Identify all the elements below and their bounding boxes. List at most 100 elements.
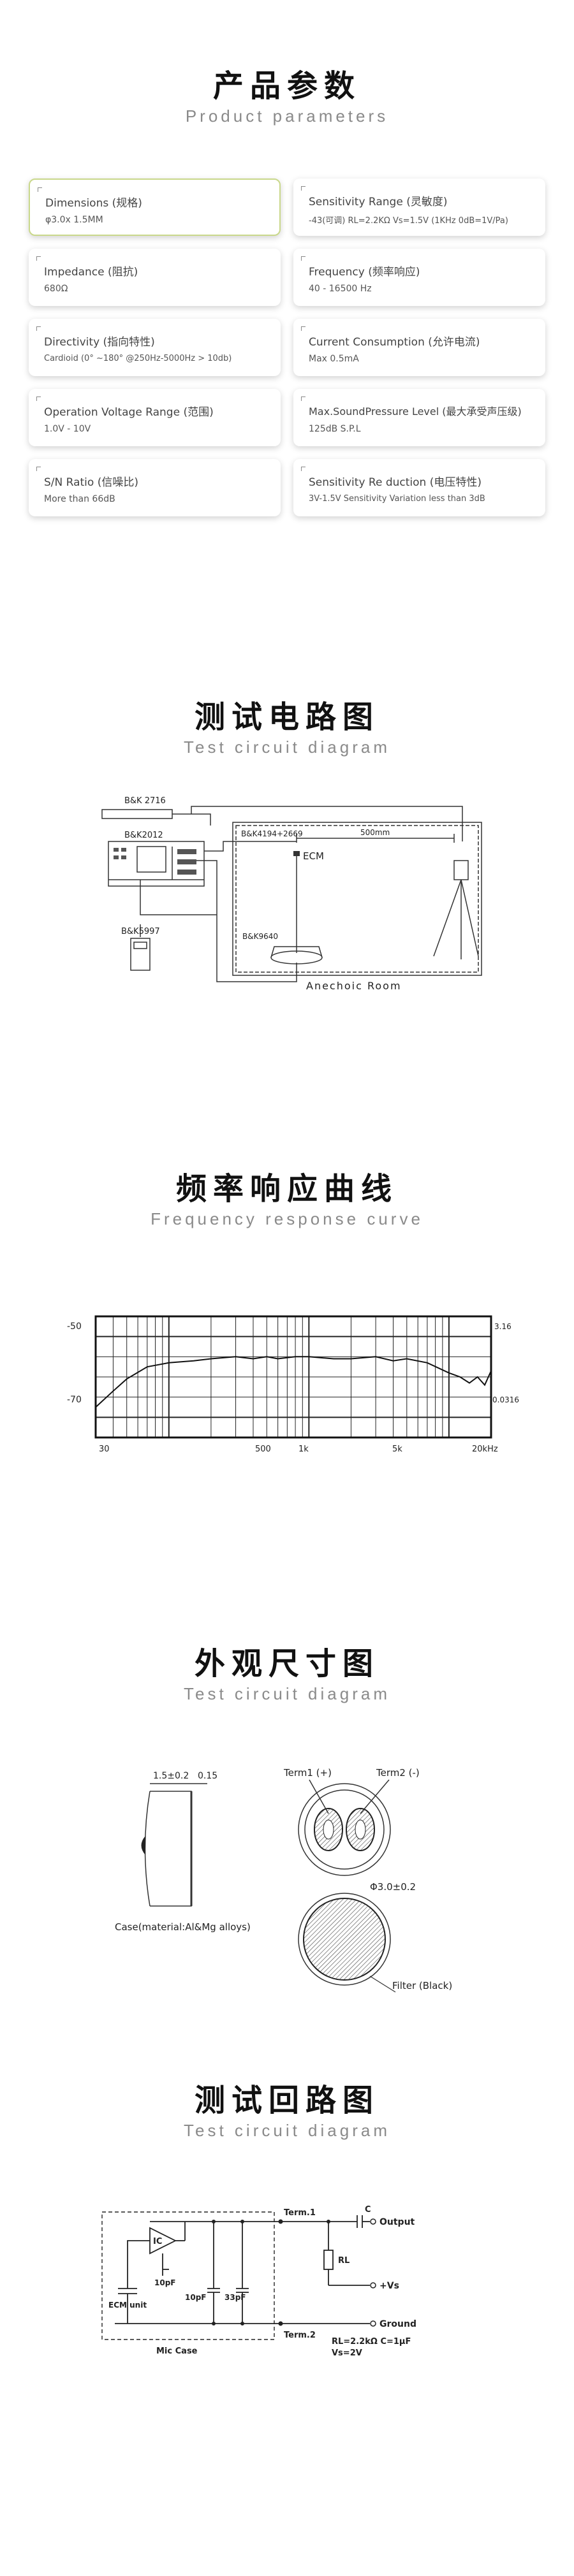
param-label: Sensitivity Re duction (电压特性) [309, 476, 482, 489]
x-tick-label: 1k [298, 1444, 309, 1454]
mic-case-label: Mic Case [156, 2347, 198, 2356]
leader-line [309, 1779, 329, 1814]
case-label: Case(material:Al&Mg alloys) [115, 1921, 251, 1933]
dimension-title-zh: 外观尺寸图 [194, 1646, 379, 1682]
param-value: 3V-1.5V Sensitivity Variation less than … [309, 494, 485, 504]
corner-mark-icon [301, 326, 305, 331]
param-label: S/N Ratio (信噪比) [44, 476, 138, 489]
x-tick-label: 30 [99, 1444, 110, 1454]
param-value: 1.0V - 10V [44, 424, 91, 434]
filter-label: Filter (Black) [392, 1980, 452, 1991]
junction-dot [278, 2321, 283, 2326]
diameter-label: Φ3.0±0.2 [370, 1881, 416, 1893]
param-label: Directivity (指向特性) [44, 336, 155, 349]
param-value: 40 - 16500 Hz [309, 284, 372, 294]
analyzer-knob [121, 855, 126, 859]
ground-terminal [370, 2320, 376, 2327]
bk2012-analyzer [108, 841, 205, 887]
param-card-sensitivity: Sensitivity Range (灵敏度) -43(可调) RL=2.2KΩ… [293, 178, 545, 236]
analyzer-knob [177, 849, 196, 854]
wire [191, 806, 463, 841]
bk2716-label: B&K 2716 [124, 796, 166, 806]
side-view-terminal [141, 1836, 145, 1855]
ground-label: Ground [379, 2319, 416, 2329]
term2-label: Term.2 [284, 2331, 316, 2340]
c-label: C [365, 2205, 371, 2215]
param-card-current: Current Consumption (允许电流) Max 0.5mA [293, 319, 545, 376]
dimension-drawing: 1.5±0.2 0.15 Term1 (+) Term2 (-) Case(ma… [115, 1767, 452, 1993]
thickness-label: 0.15 [198, 1771, 217, 1781]
cap-10pf-a-label: 10pF [154, 2278, 176, 2287]
corner-mark-icon [36, 326, 41, 331]
frequency-title-en: Frequency response curve [151, 1209, 423, 1228]
x-tick-label: 20kHz [472, 1444, 498, 1454]
wire [127, 2240, 150, 2289]
width-label: 1.5±0.2 [153, 1771, 189, 1781]
bk4194-label: B&K4194+2669 [241, 829, 303, 838]
bk2012-label: B&K2012 [124, 831, 163, 840]
param-label: Operation Voltage Range (范围) [44, 406, 214, 419]
analyzer-knob [114, 855, 119, 859]
mic-case-boundary [101, 2211, 275, 2340]
params-title-en: Product parameters [185, 106, 389, 126]
side-view-body [150, 1791, 192, 1907]
anechoic-room-outer [232, 822, 482, 976]
speaker [453, 860, 469, 880]
param-value: Cardioid (0° ~180° @250Hz-5000Hz > 10db) [44, 354, 232, 363]
frequency-response-chart: -50 -70 3.16 0.0316 30 500 1k 5k 20kHz [67, 1315, 519, 1454]
analyzer-knob [114, 848, 119, 852]
term1-label: Term.1 [284, 2208, 316, 2218]
y-top-label: -50 [67, 1321, 82, 1332]
vs-value-label: Vs=2V [332, 2348, 362, 2358]
corner-mark-icon [301, 397, 305, 401]
param-card-snr: S/N Ratio (信噪比) More than 66dB [29, 459, 281, 516]
corner-mark-icon [301, 256, 305, 261]
frequency-curve [95, 1356, 492, 1408]
param-card-dimensions: Dimensions (规格) φ3.0x 1.5MM [29, 178, 281, 236]
rl-label: RL [338, 2256, 350, 2266]
test-circuit-title: 测试电路图 Test circuit diagram [0, 692, 574, 757]
param-card-spl: Max.SoundPressure Level (最大承受声压级) 125dB … [293, 389, 545, 446]
term1-label: Term1 (+) [283, 1767, 332, 1779]
right-top-label: 3.16 [494, 1322, 511, 1331]
output-label: Output [379, 2217, 415, 2227]
chart-frame [94, 1315, 492, 1439]
x-tick-label: 5k [392, 1444, 402, 1454]
test-circuit-title-en: Test circuit diagram [184, 738, 390, 757]
wire [140, 880, 217, 915]
corner-mark-icon [301, 467, 305, 471]
param-label: Dimensions (规格) [45, 197, 142, 210]
wire [188, 860, 297, 982]
param-label: Current Consumption (允许电流) [309, 336, 480, 349]
ecm-unit-label-line: ECM unit [108, 2301, 147, 2310]
corner-mark-icon [301, 186, 305, 191]
test-circuit-title-zh: 测试电路图 [194, 699, 379, 735]
dimension-title: 外观尺寸图 Test circuit diagram [0, 1638, 574, 1704]
room-label: Anechoic Room [306, 980, 402, 992]
mic-capsule [293, 851, 300, 856]
param-value: More than 66dB [44, 494, 115, 504]
param-card-frequency: Frequency (频率响应) 40 - 16500 Hz [293, 249, 545, 306]
output-terminal [370, 2218, 376, 2225]
param-card-reduction: Sensitivity Re duction (电压特性) 3V-1.5V Se… [293, 459, 545, 516]
front-view-filter [303, 1898, 386, 1981]
vs-terminal [370, 2282, 376, 2289]
junction-dot [240, 2322, 244, 2325]
loop-title-zh: 测试回路图 [194, 2083, 379, 2118]
analyzer-screen [136, 846, 166, 873]
param-card-impedance: Impedance (阻抗) 680Ω [29, 249, 281, 306]
right-bottom-label: 0.0316 [492, 1395, 519, 1404]
corner-mark-icon [36, 256, 41, 261]
ic-label: IC [153, 2237, 162, 2246]
side-view-left-curve [144, 1791, 151, 1907]
bk5997-remote [130, 938, 151, 971]
corner-mark-icon [38, 187, 42, 192]
remote-display [133, 942, 147, 949]
back-view-outer [298, 1783, 391, 1876]
param-value: φ3.0x 1.5MM [45, 215, 103, 225]
param-value: Max 0.5mA [309, 354, 359, 364]
ecm-label: ECM [303, 850, 324, 862]
cap-33pf-label: 33pF [224, 2293, 246, 2302]
loop-title-en: Test circuit diagram [184, 2121, 390, 2140]
analyzer-knob [177, 859, 196, 864]
